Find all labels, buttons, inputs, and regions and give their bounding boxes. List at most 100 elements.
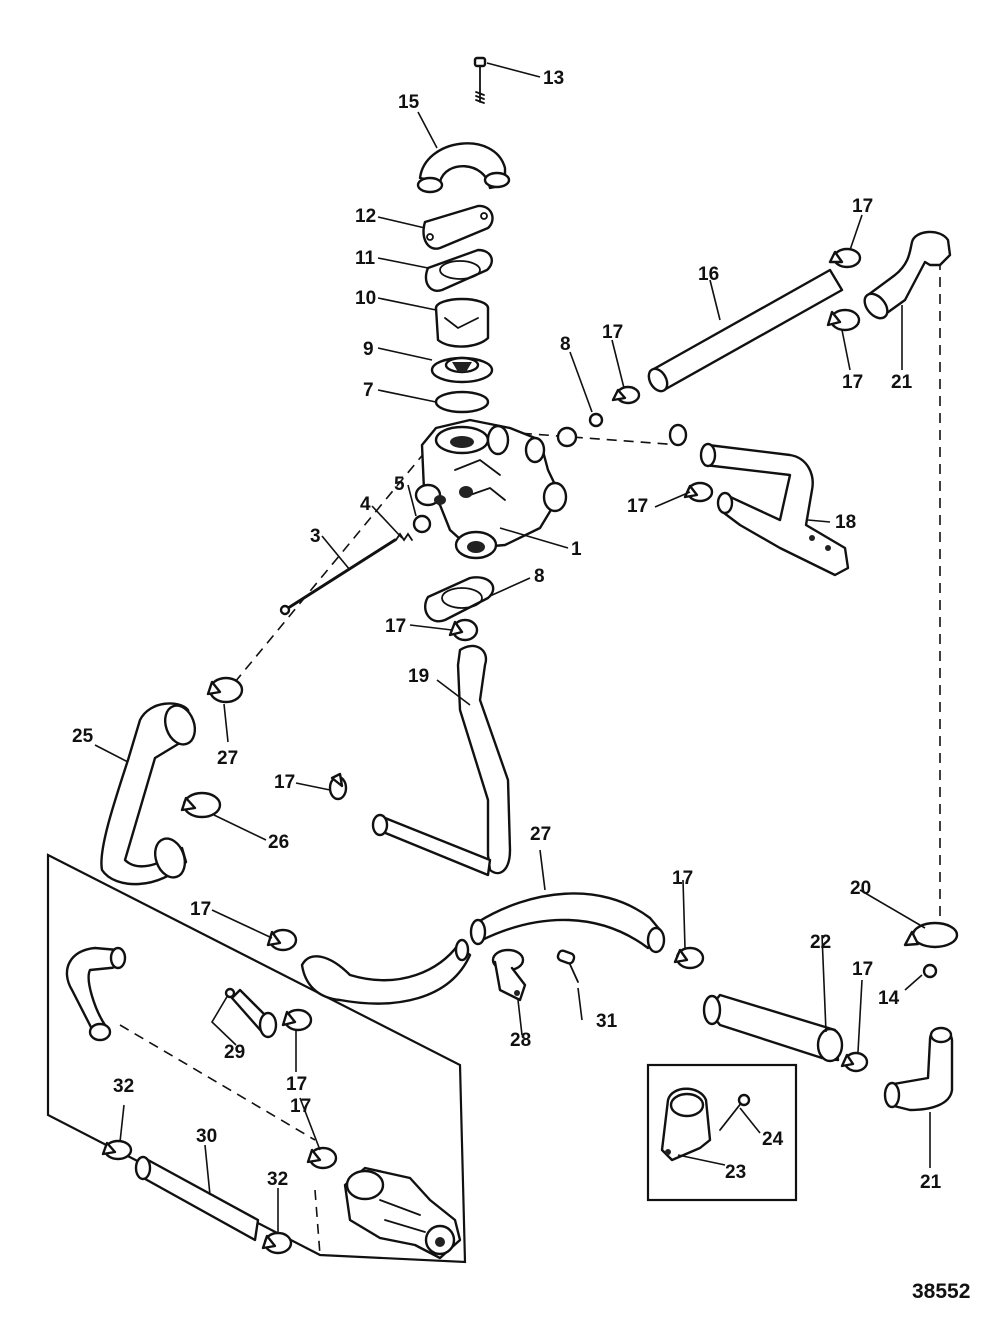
- bent-tube-18: [699, 442, 850, 577]
- elbow-hose-21-lower: [883, 1026, 954, 1112]
- clamp-17-inset-lower: [306, 1146, 338, 1170]
- spring-4: [395, 532, 413, 542]
- callout-1: 1: [571, 539, 582, 560]
- callout-27-lower: 27: [530, 824, 551, 845]
- callout-29: 29: [224, 1042, 245, 1063]
- inset-frame-bracket: [646, 1063, 798, 1202]
- callout-25: 25: [72, 726, 94, 747]
- check-ball-5: [412, 514, 432, 534]
- hose-27: [469, 892, 666, 954]
- callout-32-right: 32: [267, 1169, 288, 1190]
- callout-28: 28: [510, 1030, 531, 1051]
- clamp-17-left: [328, 772, 348, 801]
- gasket-11: [424, 248, 493, 292]
- u-bracket-15: [416, 142, 511, 194]
- rod-3: [279, 538, 397, 616]
- callout-17-right: 17: [842, 372, 863, 393]
- clamp-26: [180, 791, 222, 819]
- alignment-line-top: [504, 431, 681, 446]
- callout-18: 18: [835, 512, 856, 533]
- callout-21-upper: 21: [891, 372, 913, 393]
- nut-14: [922, 963, 938, 979]
- hose-16: [647, 268, 844, 393]
- fitting-22: [702, 993, 844, 1063]
- clamp-32-left: [101, 1139, 133, 1161]
- hose-19: [456, 644, 512, 875]
- cover-plate-12: [422, 204, 494, 250]
- callout-14: 14: [878, 988, 900, 1009]
- callout-17-fitting22: 17: [852, 959, 873, 980]
- callout-24: 24: [762, 1129, 784, 1150]
- clamp-17-lower-gasket: [448, 618, 479, 642]
- thermostat-housing-10: [434, 297, 490, 348]
- inset-frame-raw-water-pump: [46, 853, 467, 1264]
- clamp-17-inset-middle: [281, 1008, 313, 1032]
- callout-8-upper: 8: [560, 334, 571, 355]
- callout-9: 9: [363, 339, 374, 360]
- clamp-17-mid: [611, 385, 641, 405]
- callout-26: 26: [268, 832, 289, 853]
- fitting-8-upper: [556, 412, 604, 448]
- callout-17-tube: 17: [627, 496, 648, 517]
- o-ring-7: [434, 390, 490, 414]
- thermostat-main-housing-1: [414, 418, 568, 560]
- callout-13: 13: [543, 68, 564, 89]
- raw-water-pump: [343, 1166, 462, 1260]
- callout-20: 20: [850, 878, 871, 899]
- bolt-31: [556, 949, 579, 983]
- thermostat-9: [430, 356, 494, 384]
- callout-5: 5: [394, 474, 405, 495]
- elbow-hose-25: [100, 702, 197, 886]
- callout-17-top-right: 17: [852, 196, 873, 217]
- callout-17-hose27: 17: [672, 868, 693, 889]
- callout-30: 30: [196, 1126, 217, 1147]
- callout-22: 22: [810, 932, 831, 953]
- callout-17-inset-lower: 17: [290, 1096, 311, 1117]
- callout-17-lower-gasket: 17: [385, 616, 406, 637]
- callout-4: 4: [360, 494, 371, 515]
- tube-lower-middle: [371, 813, 492, 877]
- clamp-32-right: [261, 1231, 293, 1255]
- callout-labels: 13 15 12 11 10 9 7 8 17 16 17 17 21 5 4 …: [72, 68, 942, 1193]
- bolt-24: [719, 1093, 751, 1131]
- clamp-28: [491, 948, 527, 1002]
- callout-12: 12: [355, 206, 376, 227]
- callout-16: 16: [698, 264, 719, 285]
- callout-17-inset-top: 17: [190, 899, 211, 920]
- callout-32-left: 32: [113, 1076, 134, 1097]
- callout-11: 11: [355, 248, 376, 269]
- bolt-13: [473, 56, 487, 104]
- callout-10: 10: [355, 288, 376, 309]
- hose-30: [134, 1155, 260, 1242]
- bracket-23: [660, 1087, 712, 1162]
- callout-23: 23: [725, 1162, 746, 1183]
- clamp-17-tube-end: [668, 423, 688, 447]
- gasket-8: [423, 576, 495, 623]
- callout-8-lower: 8: [534, 566, 545, 587]
- callout-17-mid: 17: [602, 322, 623, 343]
- callout-17-left: 17: [274, 772, 295, 793]
- hose-middle-left: [300, 938, 472, 1005]
- callout-7: 7: [363, 380, 374, 401]
- figure-number: 38552: [912, 1280, 970, 1303]
- callout-21-lower: 21: [920, 1172, 942, 1193]
- callout-15: 15: [398, 92, 420, 113]
- callout-27-upper: 27: [217, 748, 238, 769]
- alignment-line-inset: [119, 1024, 316, 1141]
- callout-31: 31: [596, 1011, 618, 1032]
- clamp-17-hose27: [673, 946, 705, 970]
- callout-3: 3: [310, 526, 321, 547]
- clamp-17-right: [826, 308, 861, 332]
- clamp-27-upper: [206, 676, 244, 704]
- callout-17-inset-middle: 17: [286, 1074, 307, 1095]
- callout-19: 19: [408, 666, 429, 687]
- hose-29: [65, 946, 278, 1042]
- elbow-hose-21-upper: [863, 230, 952, 320]
- clamp-17-top-right: [828, 247, 862, 269]
- leader-lines: [94, 62, 931, 1232]
- clamp-20: [903, 921, 959, 949]
- clamp-17-inset-top: [266, 928, 298, 952]
- alignment-line-inset-pump: [314, 1189, 321, 1256]
- clamp-17-fitting22: [840, 1051, 869, 1073]
